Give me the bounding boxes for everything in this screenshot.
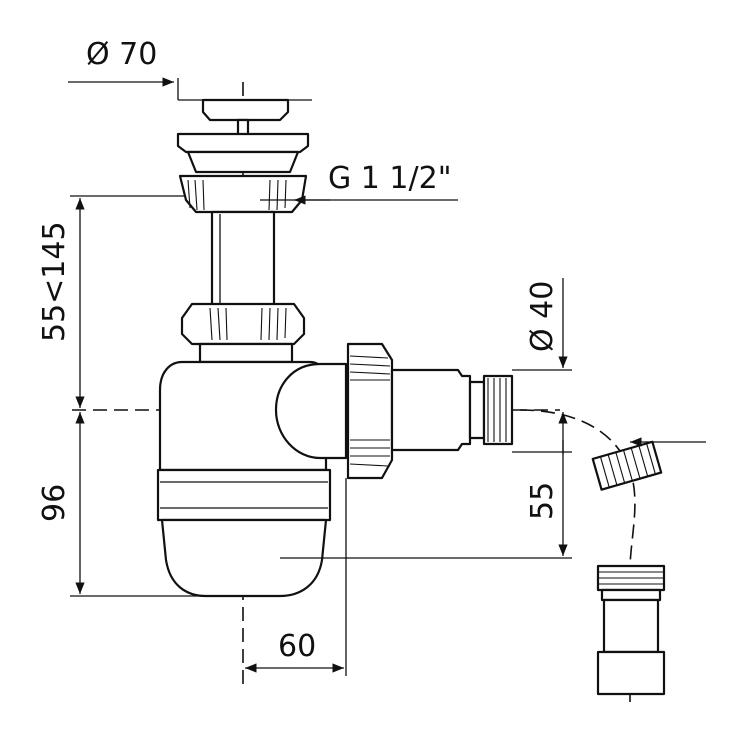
trap-band bbox=[156, 468, 332, 522]
dim-thread: G 1 1/2" bbox=[328, 161, 452, 196]
flange-body bbox=[186, 150, 300, 174]
tail-pipe bbox=[210, 210, 276, 310]
outlet-thread bbox=[482, 374, 514, 446]
hose-nut-angled bbox=[591, 440, 663, 491]
drain-strainer bbox=[176, 98, 310, 214]
dim-outlet-diameter: Ø 70 bbox=[86, 37, 157, 72]
outlet-nut bbox=[346, 342, 394, 480]
top-nut-ribs bbox=[187, 179, 287, 211]
strainer-cap bbox=[201, 98, 290, 122]
dimensions: Ø 70 G 1 1/2" 55<145 96 Ø 40 55 60 bbox=[37, 37, 706, 676]
sink-flange bbox=[176, 132, 310, 154]
adapter-collar bbox=[600, 588, 662, 602]
middle-nut bbox=[180, 302, 306, 364]
adapter-sleeve bbox=[596, 650, 666, 696]
hose-fittings bbox=[591, 440, 666, 696]
outlet-thread-lines bbox=[487, 378, 507, 442]
middle-nut-ribs bbox=[209, 307, 287, 341]
outlet-elbow bbox=[274, 362, 348, 460]
side-outlet bbox=[274, 342, 514, 480]
tail-pipe-body bbox=[210, 210, 276, 310]
dim-outlet-diameter-side: Ø 40 bbox=[525, 281, 560, 352]
top-nut bbox=[178, 174, 308, 214]
outlet-nut-ribs bbox=[349, 355, 391, 467]
outlet-tube bbox=[390, 368, 472, 452]
middle-nut-body bbox=[180, 302, 306, 346]
hose-adapter bbox=[596, 564, 666, 696]
dim-offset: 60 bbox=[278, 629, 316, 664]
adapter-body bbox=[602, 598, 660, 654]
middle-collar bbox=[198, 342, 294, 364]
dim-height-range: 55<145 bbox=[37, 221, 72, 342]
outlet-spigot bbox=[468, 380, 486, 440]
trap-bottom-cup bbox=[160, 518, 328, 598]
dim-bottom-height: 96 bbox=[37, 484, 72, 522]
dim-side-height: 55 bbox=[525, 482, 560, 520]
